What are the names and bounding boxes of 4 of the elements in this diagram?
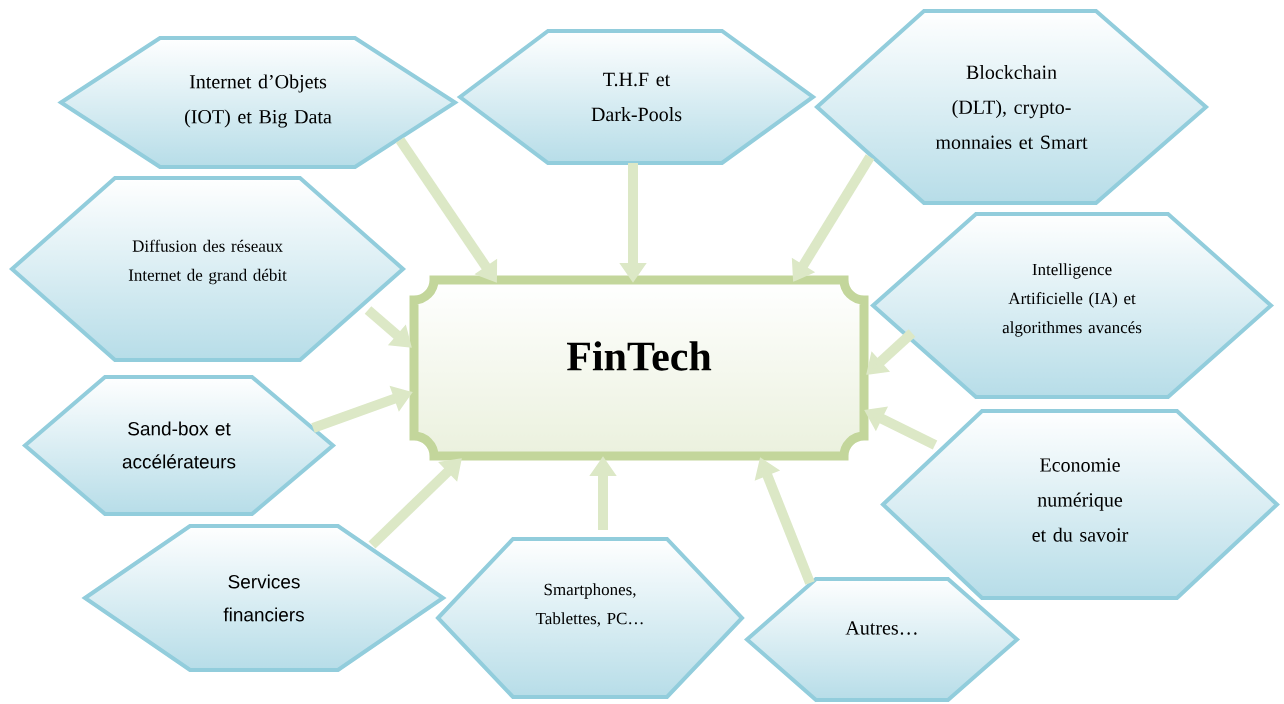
- center-box: FinTech: [409, 275, 869, 461]
- block-arrow: [866, 329, 916, 375]
- block-arrow: [368, 458, 462, 549]
- block-arrow: [364, 306, 412, 348]
